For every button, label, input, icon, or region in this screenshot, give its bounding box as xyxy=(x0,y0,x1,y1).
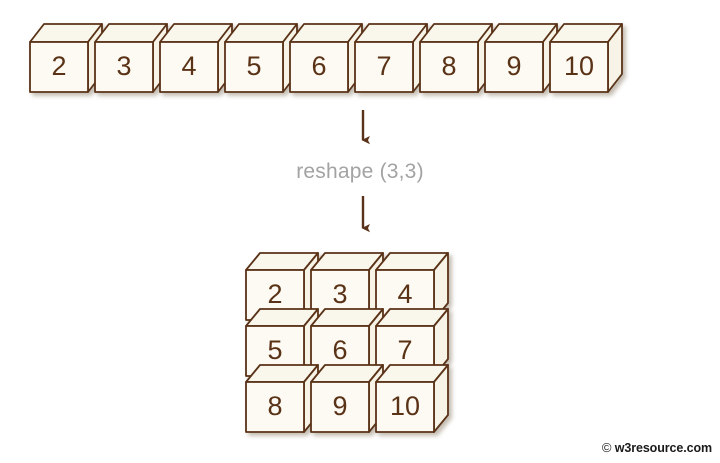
source-cube-0: 2 xyxy=(29,23,103,93)
result-cube-value-r0c0: 2 xyxy=(267,279,282,309)
result-cube-r0c2: 4 xyxy=(375,252,449,321)
reshape-label-text: reshape xyxy=(296,160,374,183)
source-cube-value-5: 7 xyxy=(376,51,391,81)
source-cube-value-0: 2 xyxy=(51,51,66,81)
result-cube-r2c1: 9 xyxy=(310,364,384,433)
result-cube-r2c2: 10 xyxy=(375,364,449,433)
result-cube-r2c0: 8 xyxy=(245,364,319,433)
result-cube-value-r1c1: 6 xyxy=(332,335,347,365)
result-cube-value-r2c0: 8 xyxy=(267,391,282,421)
source-row-group: 2 3 4 5 xyxy=(29,23,623,93)
result-cube-value-r0c1: 3 xyxy=(332,279,347,309)
reshape-operation-label: reshape (3,3) xyxy=(0,160,720,184)
result-cube-value-r1c0: 5 xyxy=(267,335,282,365)
source-cube-2: 4 xyxy=(159,23,233,93)
copyright-icon: © xyxy=(601,440,612,455)
watermark: © w3resource.com xyxy=(602,440,712,455)
result-cube-value-r2c2: 10 xyxy=(390,391,420,421)
source-cube-8: 10 xyxy=(549,23,623,93)
result-cube-value-r0c2: 4 xyxy=(397,279,412,309)
source-cube-value-3: 5 xyxy=(246,51,261,81)
result-grid-group: 2 3 4 5 xyxy=(245,252,449,433)
result-cube-value-r1c2: 7 xyxy=(397,335,412,365)
source-cube-6: 8 xyxy=(419,23,493,93)
source-cube-value-7: 9 xyxy=(506,51,521,81)
source-cube-value-4: 6 xyxy=(311,51,326,81)
source-cube-7: 9 xyxy=(484,23,558,93)
source-cube-5: 7 xyxy=(354,23,428,93)
source-cube-4: 6 xyxy=(289,23,363,93)
source-cube-value-8: 10 xyxy=(564,51,594,81)
result-cube-value-r2c1: 9 xyxy=(332,391,347,421)
source-cube-1: 3 xyxy=(94,23,168,93)
watermark-text: w3resource.com xyxy=(614,441,712,455)
source-cube-3: 5 xyxy=(224,23,298,93)
source-cube-value-2: 4 xyxy=(181,51,196,81)
source-cube-value-6: 8 xyxy=(441,51,456,81)
reshape-dims-text: (3,3) xyxy=(379,160,424,183)
source-cube-value-1: 3 xyxy=(116,51,131,81)
